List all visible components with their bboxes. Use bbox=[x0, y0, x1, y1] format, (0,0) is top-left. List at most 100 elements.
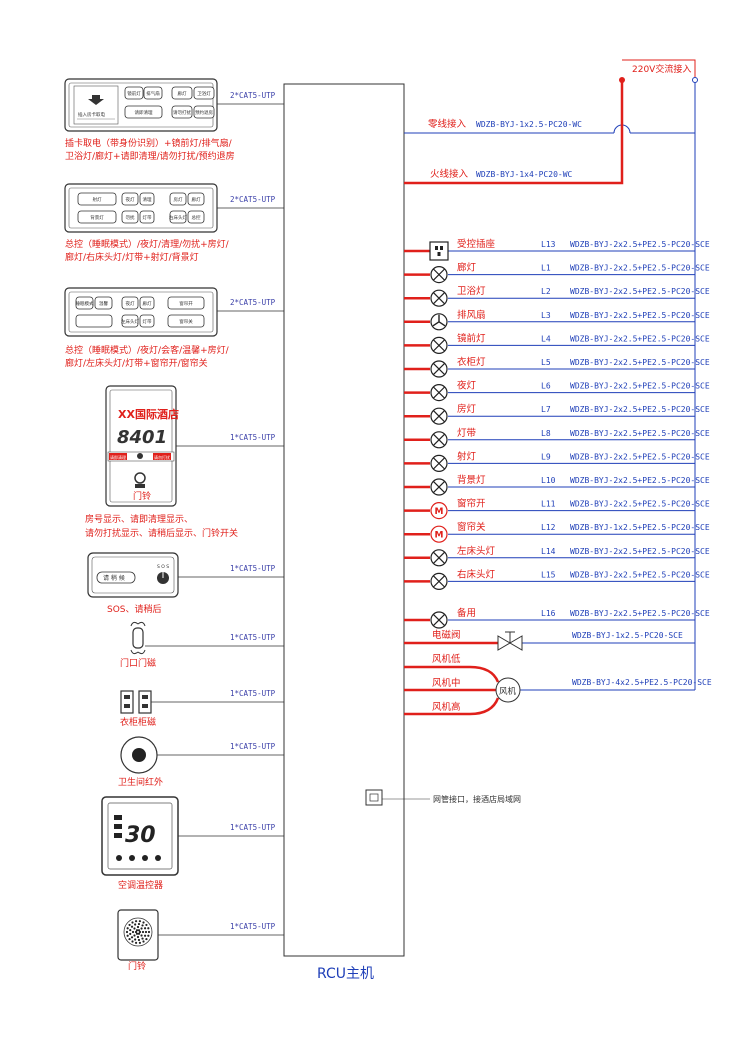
doorbell-label: 门铃 bbox=[133, 490, 151, 502]
live-label: 火线接入 bbox=[430, 168, 469, 180]
network-label: 网管接口，接酒店局域网 bbox=[433, 794, 521, 804]
fan-speed-low: 风机低 bbox=[432, 653, 461, 665]
lamp-icon bbox=[430, 478, 448, 496]
master-control-panel-2: 睡眠模式温馨夜灯廊灯窗帘开左床头灯灯带窗帘关 bbox=[64, 287, 218, 337]
fan-coil-circuit: 风机 风机低 风机中 风机高 WDZB-BYJ-4x2.5+PE2.5-PC20… bbox=[404, 653, 712, 716]
panel-key-label: 廊灯 bbox=[178, 90, 187, 97]
load-code: L6 bbox=[541, 382, 551, 391]
device-desc-4b: 请勿打扰显示、请稍后显示、门铃开关 bbox=[85, 527, 238, 539]
load-name: 灯带 bbox=[457, 428, 477, 439]
network-port: 网管接口，接酒店局域网 bbox=[365, 789, 521, 806]
lamp-icon bbox=[430, 407, 448, 425]
device-cable-7: 1*CAT5-UTP bbox=[230, 689, 276, 698]
panel-key-label: 排气扇 bbox=[146, 90, 160, 97]
lamp-icon bbox=[430, 266, 448, 284]
device-desc-3b: 廊灯/左床头灯/灯带+窗帘开/窗帘关 bbox=[65, 357, 208, 369]
load-wire: WDZB-BYJ-2x2.5+PE2.5-PC20-SCE bbox=[570, 311, 710, 320]
room-number: 8401 bbox=[117, 427, 167, 448]
panel-key-label: 左床头灯 bbox=[121, 318, 139, 325]
live-wire: WDZB-BYJ-1x4-PC20-WC bbox=[476, 170, 573, 179]
sos-label: S O S bbox=[157, 564, 169, 570]
load-name: 背景灯 bbox=[457, 474, 486, 486]
load-wire: WDZB-BYJ-2x2.5+PE2.5-PC20-SCE bbox=[570, 429, 710, 438]
device-desc-1b: 卫浴灯/廊灯+请即清理/请勿打扰/预约退房 bbox=[65, 150, 235, 162]
panel-key-label: 夜灯 bbox=[126, 300, 135, 307]
device-desc-1a: 插卡取电（带身份识别）+镜前灯/排气扇/ bbox=[65, 137, 233, 149]
socket-icon bbox=[429, 241, 449, 261]
curtain-motor-icon: M bbox=[430, 502, 448, 520]
card-switch-panel: 插入房卡取电 镜前灯排气扇廊灯卫浴灯请即清理请勿打扰预约退房 bbox=[64, 78, 218, 132]
load-name: 夜灯 bbox=[457, 380, 477, 392]
device-desc-4a: 房号显示、请即清理显示、 bbox=[85, 513, 193, 525]
load-name: 卫浴灯 bbox=[457, 286, 486, 297]
device-cable-4: 1*CAT5-UTP bbox=[230, 433, 276, 442]
panel-key-label: 窗帘关 bbox=[179, 318, 193, 325]
device-cable-1: 2*CAT5-UTP bbox=[230, 91, 276, 100]
load-name: 左床头灯 bbox=[457, 545, 496, 557]
load-code: L11 bbox=[541, 500, 556, 509]
load-name: 排风扇 bbox=[457, 309, 486, 321]
panel-key-label: 房灯 bbox=[174, 196, 183, 203]
device-cable-8: 1*CAT5-UTP bbox=[230, 742, 276, 751]
load-name: 廊灯 bbox=[457, 262, 477, 274]
wait-key-label: 请 稍 候 bbox=[103, 574, 125, 582]
fan-motor-icon bbox=[495, 677, 521, 703]
neutral-wire: WDZB-BYJ-1x2.5-PC20-WC bbox=[476, 120, 582, 129]
lamp-icon bbox=[430, 611, 448, 629]
load-code: L2 bbox=[541, 287, 551, 296]
panel-key-label: 睡眠模式 bbox=[76, 300, 94, 307]
panel-key-label: 温馨 bbox=[99, 300, 108, 307]
solenoid-valve-icon bbox=[497, 631, 523, 651]
load-code: L5 bbox=[541, 358, 551, 367]
neutral-label: 零线接入 bbox=[428, 118, 467, 130]
thermostat-button-3-icon bbox=[142, 855, 148, 861]
load-code: L12 bbox=[541, 523, 556, 532]
panel-key-label: 廊灯 bbox=[192, 196, 201, 203]
panel-key-label: 灯带 bbox=[143, 318, 152, 325]
load-code: L15 bbox=[541, 570, 556, 579]
load-wire: WDZB-BYJ-2x2.5+PE2.5-PC20-SCE bbox=[570, 570, 710, 579]
device-desc-6: 门口门磁 bbox=[120, 657, 156, 669]
doorplate-panel: XX国际酒店 8401 请即清理 请勿打扰 门铃 bbox=[105, 385, 179, 507]
doorbell-button-icon bbox=[134, 472, 146, 484]
door-magnet-icon bbox=[130, 621, 146, 655]
rcu-label: RCU主机 bbox=[317, 966, 374, 982]
device-desc-2b: 廊灯/右床头灯/灯带+射灯/背景灯 bbox=[65, 251, 199, 263]
panel-2-keys: 睡眠模式温馨夜灯廊灯窗帘开左床头灯灯带窗帘关 bbox=[76, 296, 205, 328]
fan-motor-label: 风机 bbox=[499, 686, 517, 697]
load-name: 房灯 bbox=[457, 403, 477, 415]
power-input: 220V交流接入 零线接入 WDZB-BYJ-1x2.5-PC20-WC 火线接… bbox=[404, 59, 698, 690]
load-wire: WDZB-BYJ-2x2.5+PE2.5-PC20-SCE bbox=[570, 609, 710, 618]
device-cable-9: 1*CAT5-UTP bbox=[230, 823, 276, 832]
thermostat-temp: 30 bbox=[125, 823, 156, 848]
panel-key-label: 背景灯 bbox=[90, 214, 104, 221]
device-desc-7: 衣柜柜磁 bbox=[120, 716, 156, 728]
device-cable-10: 1*CAT5-UTP bbox=[230, 922, 276, 931]
load-name: 右床头灯 bbox=[457, 568, 496, 580]
device-desc-5: SOS、请稍后 bbox=[107, 603, 162, 615]
lamp-icon bbox=[430, 384, 448, 402]
doorbell-speaker-icon bbox=[117, 909, 159, 961]
panel-key-label: 清理 bbox=[143, 196, 152, 203]
fan-speed-high: 风机高 bbox=[432, 701, 461, 713]
thermostat-panel: 30 bbox=[101, 796, 179, 876]
svg-text:M: M bbox=[435, 507, 444, 517]
lamp-icon bbox=[430, 431, 448, 449]
thermostat-button-2-icon bbox=[129, 855, 135, 861]
load-name: 受控插座 bbox=[457, 238, 496, 250]
thermostat-button-4-icon bbox=[155, 855, 161, 861]
fan-wire: WDZB-BYJ-4x2.5+PE2.5-PC20-SCE bbox=[572, 678, 712, 687]
wardrobe-magnet-icon bbox=[120, 690, 152, 714]
device-desc-10: 门铃 bbox=[128, 960, 146, 972]
